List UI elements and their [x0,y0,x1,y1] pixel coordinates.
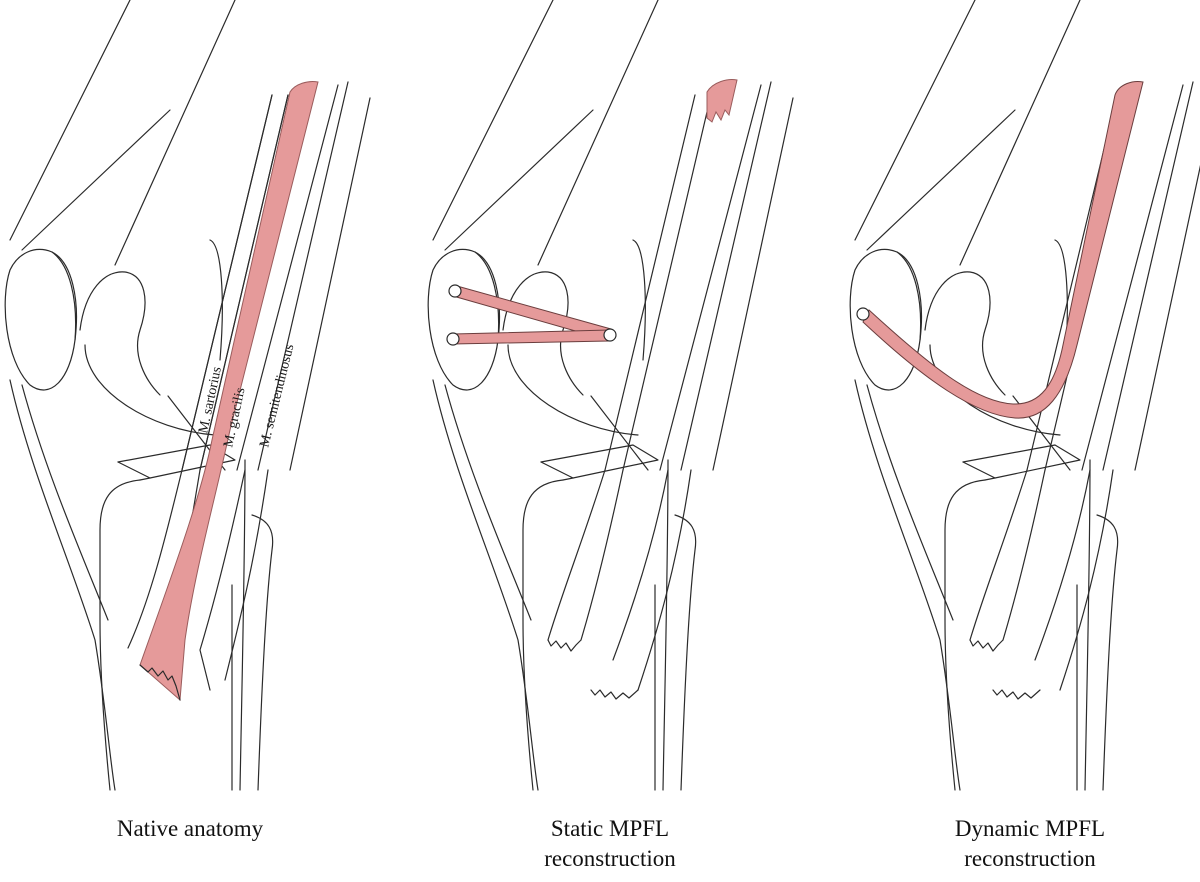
graft-lower [452,329,610,345]
caption-static-mpfl-line2: reconstruction [544,846,676,871]
caption-dynamic-mpfl-line2: reconstruction [964,846,1096,871]
patellar-tunnel-upper [448,284,462,298]
patellar-tunnel [856,307,870,321]
caption-static-mpfl: Static MPFL reconstruction [480,814,740,874]
patellar-tunnel-lower [446,332,460,346]
caption-static-mpfl-line1: Static MPFL [550,816,670,841]
caption-dynamic-mpfl-line1: Dynamic MPFL [954,816,1106,841]
panel-static-mpfl [427,0,794,791]
panel-dynamic-mpfl [849,0,1200,791]
panel-native-anatomy: M. sartorius M. gracilis M. semitendinos… [4,0,371,791]
caption-dynamic-mpfl: Dynamic MPFL reconstruction [900,814,1160,874]
gracilis-tendon [139,81,319,702]
gracilis-stump [706,79,738,123]
caption-native-anatomy: Native anatomy [60,814,320,844]
gracilis-graft-dynamic [862,81,1144,419]
caption-native-anatomy-line1: Native anatomy [116,816,264,841]
femoral-tunnel [603,328,617,342]
label-semitendinosus: M. semitendinosus [257,343,297,449]
